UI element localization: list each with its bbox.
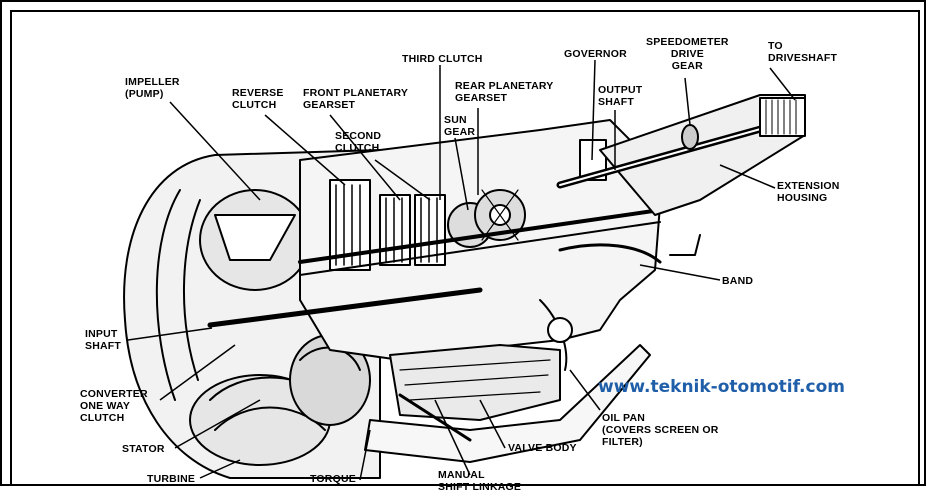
label-valve-body: VALVE BODY bbox=[508, 442, 577, 454]
label-output-shaft: OUTPUT SHAFT bbox=[598, 84, 643, 108]
label-rear-planetary-gearset: REAR PLANETARY GEARSET bbox=[455, 80, 554, 104]
label-second-clutch: SECOND CLUTCH bbox=[335, 130, 382, 154]
label-sun-gear: SUN GEAR bbox=[444, 114, 476, 138]
label-third-clutch: THIRD CLUTCH bbox=[402, 53, 483, 65]
label-stator: STATOR bbox=[122, 443, 165, 455]
manual-linkage-shape bbox=[398, 393, 472, 442]
output-spline bbox=[759, 97, 806, 137]
speedometer-gear-shape bbox=[681, 124, 699, 150]
second-clutch-pack bbox=[379, 194, 411, 266]
diagram-border bbox=[10, 10, 920, 484]
label-extension-housing: EXTENSION HOUSING bbox=[777, 180, 840, 204]
label-governor: GOVERNOR bbox=[564, 48, 627, 60]
valve-body-shape bbox=[389, 344, 561, 421]
label-band: BAND bbox=[722, 275, 754, 287]
input-shaft bbox=[207, 287, 483, 328]
mainshaft bbox=[298, 208, 662, 264]
label-converter-one-way-clutch: CONVERTER ONE WAY CLUTCH bbox=[80, 388, 148, 424]
third-clutch-pack bbox=[414, 194, 446, 266]
watermark-url: www.teknik-otomotif.com bbox=[598, 377, 845, 397]
oil-pan-shape bbox=[364, 344, 651, 463]
band-shape bbox=[558, 243, 662, 264]
label-manual-shift-linkage: MANUAL SHIFT LINKAGE bbox=[438, 469, 522, 493]
label-oil-pan: OIL PAN (COVERS SCREEN OR FILTER) bbox=[602, 412, 719, 448]
label-reverse-clutch: REVERSE CLUTCH bbox=[232, 87, 284, 111]
label-front-planetary-gearset: FRONT PLANETARY GEARSET bbox=[303, 87, 409, 111]
label-turbine: TURBINE bbox=[147, 473, 196, 485]
label-torque: TORQUE bbox=[310, 473, 356, 485]
label-impeller: IMPELLER (PUMP) bbox=[125, 76, 180, 100]
label-input-shaft: INPUT SHAFT bbox=[85, 328, 121, 352]
label-speedometer-drive-gear: SPEEDOMETER DRIVE GEAR bbox=[646, 36, 729, 72]
label-to-driveshaft: TO DRIVESHAFT bbox=[768, 40, 838, 64]
